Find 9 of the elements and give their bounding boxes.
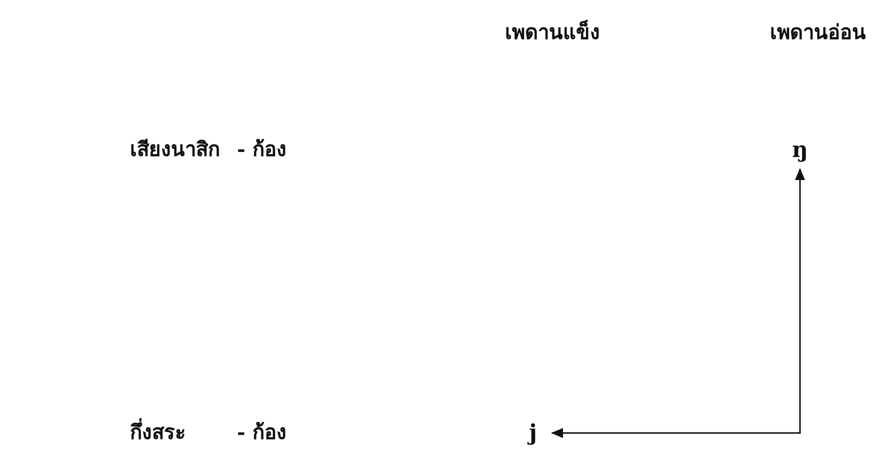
- row-label: เสียงนาสิก: [130, 137, 220, 161]
- column-header: เพดานอ่อน: [770, 20, 866, 44]
- voicing-label: - ก้อง: [237, 420, 286, 444]
- phonetic-symbol: j: [522, 420, 544, 446]
- phonetic-symbol: ŋ: [789, 137, 811, 163]
- voicing-label: - ก้อง: [237, 137, 286, 161]
- column-header: เพดานแข็ง: [505, 20, 600, 44]
- arrow: [551, 168, 805, 438]
- row-label: กึ่งสระ: [130, 420, 186, 444]
